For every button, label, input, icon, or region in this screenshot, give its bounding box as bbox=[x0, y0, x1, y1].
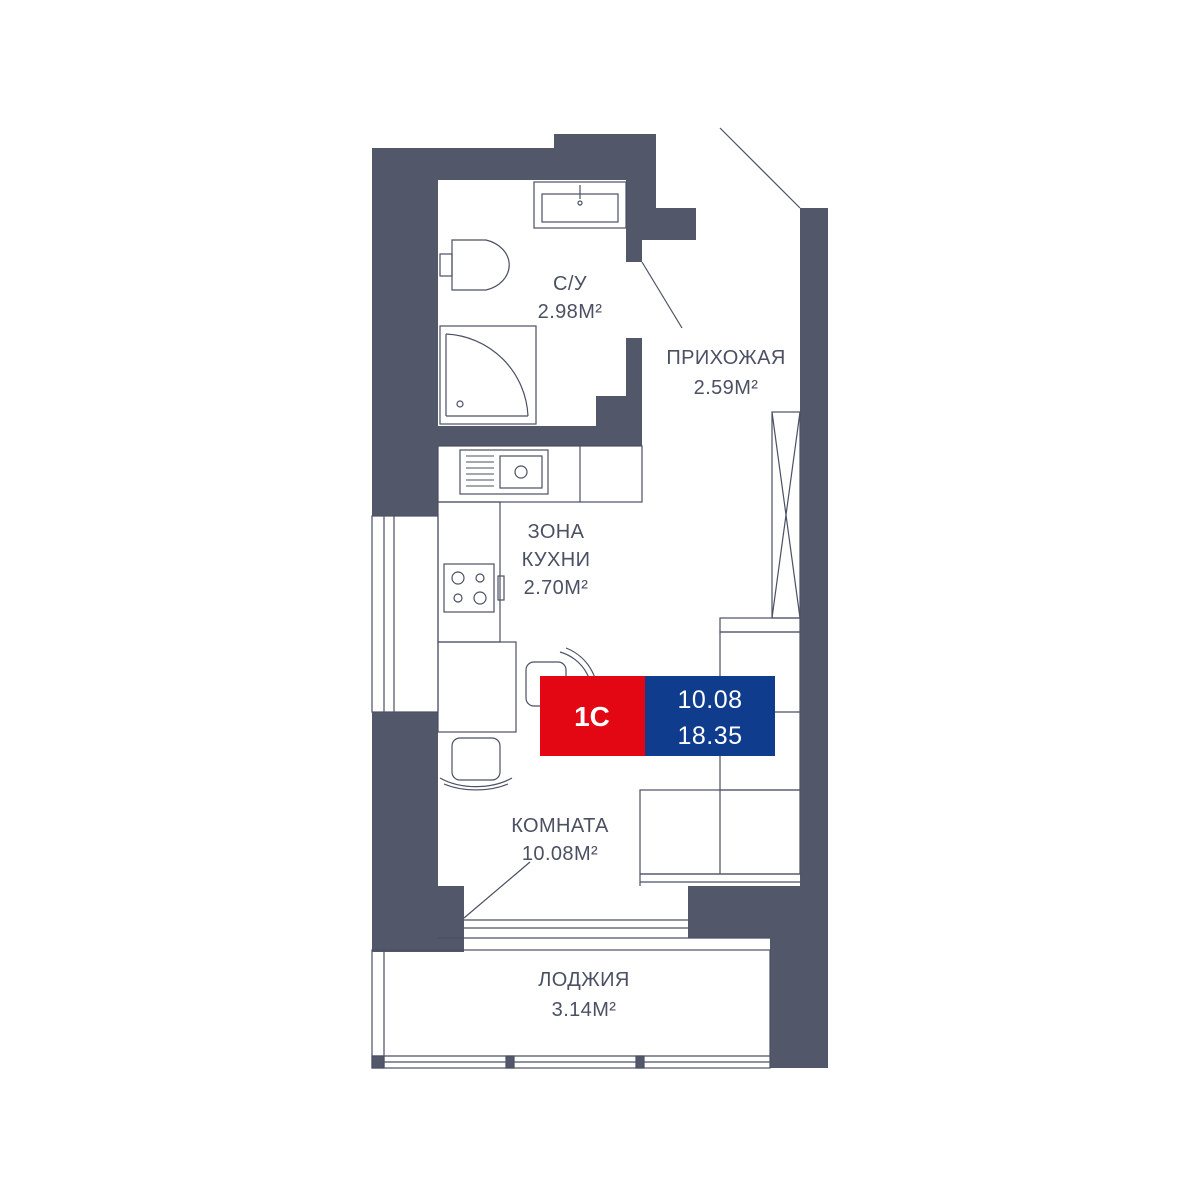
badge-area-box bbox=[645, 676, 775, 756]
table bbox=[437, 641, 517, 733]
entrance-door bbox=[641, 127, 801, 329]
wardrobe bbox=[771, 411, 801, 619]
kitchen-name-1: ЗОНА bbox=[528, 521, 585, 543]
wall-bathroom-right-lower bbox=[438, 338, 642, 446]
toilet bbox=[439, 239, 510, 291]
apartment-badge: 1С 10.08 18.35 bbox=[540, 676, 775, 756]
kitchen-name-2: КУХНИ bbox=[522, 549, 591, 571]
room-labels: С/У 2.98М² ПРИХОЖАЯ 2.59М² ЗОНА КУХНИ 2.… bbox=[511, 273, 785, 1021]
cooktop bbox=[443, 563, 495, 613]
window-room-left bbox=[371, 515, 439, 713]
bathroom-name: С/У bbox=[553, 273, 587, 295]
walls bbox=[372, 134, 828, 1068]
kitchen-area: 2.70М² bbox=[524, 577, 589, 599]
hallway-area: 2.59М² bbox=[694, 377, 759, 399]
wall-top bbox=[372, 148, 554, 180]
kitchen-counter-side bbox=[437, 501, 501, 643]
bathroom-fixtures bbox=[439, 181, 627, 425]
sink bbox=[459, 449, 549, 495]
wall-bathroom-right bbox=[626, 134, 696, 262]
shower bbox=[439, 325, 537, 425]
wall-left-upper bbox=[372, 148, 438, 516]
room-name: КОМНАТА bbox=[511, 815, 609, 837]
chair-bottom bbox=[439, 737, 513, 791]
loggia-area: 3.14М² bbox=[552, 999, 617, 1021]
living-area-value: 10.08 bbox=[677, 686, 742, 714]
furniture bbox=[437, 411, 801, 886]
hallway-name: ПРИХОЖАЯ bbox=[666, 347, 785, 369]
total-area-value: 18.35 bbox=[677, 722, 742, 750]
loggia-name: ЛОДЖИЯ bbox=[538, 969, 629, 991]
bathroom-area: 2.98М² bbox=[538, 301, 603, 323]
wall-loggia-right bbox=[770, 886, 828, 1068]
kitchen-fixtures bbox=[437, 445, 643, 643]
room-area: 10.08М² bbox=[522, 843, 598, 865]
kitchen-counter-top bbox=[437, 445, 643, 503]
window-loggia bbox=[371, 949, 771, 1069]
badge-type-box bbox=[540, 676, 645, 756]
apartment-type: 1С bbox=[574, 701, 610, 732]
washbasin bbox=[533, 181, 627, 229]
wall-left-bottom bbox=[372, 886, 464, 952]
